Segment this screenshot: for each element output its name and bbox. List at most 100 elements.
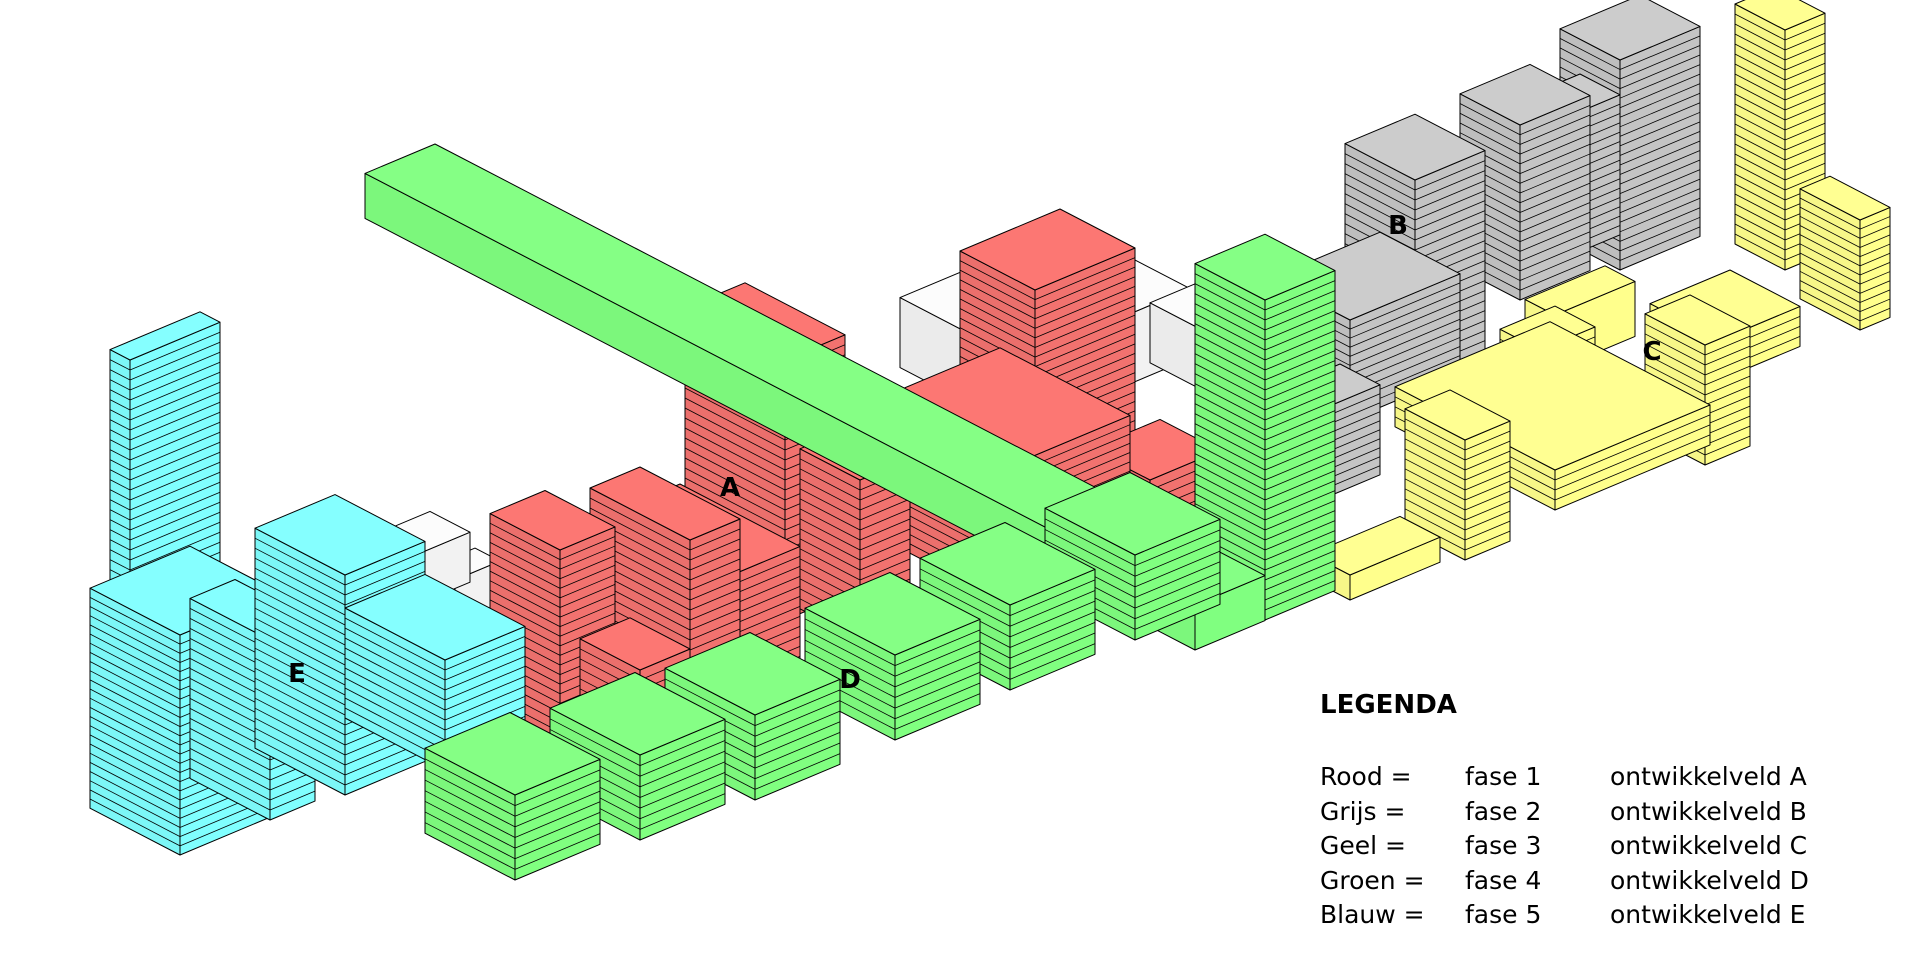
zone-label-d: D <box>839 665 861 695</box>
zone-a-tower-floor-line <box>559 564 616 589</box>
zone-b-block-floor-line <box>1619 83 1701 118</box>
legend-row: Geel = fase 3 ontwikkelveld C <box>1320 829 1809 864</box>
zone-c-tall-tower-floor-line <box>1734 43 1786 71</box>
zone-e-tower-floor-line <box>254 687 346 736</box>
zone-e-tall-tower-floor-line <box>109 399 131 411</box>
zone-e-block-floor-line <box>189 748 271 791</box>
zone-a-block-floor-line <box>859 548 911 571</box>
zone-d-tall-tower-floor-line <box>1194 363 1266 401</box>
zone-c-tall-tower-floor-line <box>1784 32 1826 51</box>
zone-e-tower-floor-line <box>254 547 346 596</box>
zone-e-tall-tower-floor-line <box>109 439 131 451</box>
zone-c-block-floor-line <box>1859 216 1891 230</box>
zone-c-block-floor-line <box>1859 234 1891 248</box>
zone-e-block-floor-line <box>344 617 446 671</box>
zone-b-block-floor-line <box>1619 64 1701 99</box>
zone-a-tower-floor-line <box>489 570 561 608</box>
zone-a-tower-floor-line <box>684 417 786 471</box>
zone-d-block-floor-line <box>514 822 601 860</box>
zone-d-block-floor-line <box>639 740 726 777</box>
zone-a-block-floor-line <box>689 618 741 641</box>
zone-b-block-floor-line <box>1519 250 1591 281</box>
zone-d-block-floor-line <box>804 639 896 688</box>
zone-e-block-floor-line <box>89 789 181 838</box>
zone-c-block-floor-line <box>1644 353 1706 386</box>
zone-a-tower-floor-line <box>559 545 616 570</box>
zone-c-tall-tower-floor-line <box>1784 152 1826 171</box>
zone-b-block-floor-line <box>1349 300 1461 348</box>
zone-a-tower-floor-line <box>559 603 616 628</box>
zone-e-block-floor-line <box>89 716 181 764</box>
zone-e-tall-tower-floor-line <box>129 331 221 371</box>
zone-a-block-floor-line <box>799 538 861 571</box>
legend-phase: fase 5 <box>1465 900 1542 929</box>
zone-d-block-floor-line <box>804 650 896 698</box>
zone-d-block-floor-line <box>1009 622 1096 659</box>
zone-c-tall-tower-floor-line <box>1734 53 1786 81</box>
zone-e-tall-tower-roof <box>109 311 221 361</box>
zone-c-tall-tower-floor-line <box>1734 143 1786 171</box>
zone-e-block-floor-line <box>344 677 446 731</box>
zone-c-tall-tower-floor-line <box>1734 73 1786 101</box>
zone-c-tall-tower-floor-line <box>1734 153 1786 181</box>
zone-b-block-floor-line <box>1344 163 1416 201</box>
zone-a-block-floor-line <box>689 578 741 601</box>
zone-a-tower-floor-line <box>959 269 1036 310</box>
zone-c-block-floor-line <box>1404 498 1466 531</box>
zone-e-tall-tower-floor-line <box>109 369 131 381</box>
zone-a-block-floor-line <box>799 528 861 561</box>
zone-c-block-floor-line <box>1704 335 1751 356</box>
zone-e-block-floor-line <box>89 771 181 819</box>
zone-a-tower-floor-line <box>489 522 561 560</box>
zone-c-block-floor-line <box>1799 261 1861 294</box>
zone-a-tower-floor-line <box>489 541 561 580</box>
zone-e-block-floor-line <box>189 718 271 761</box>
zone-e-tower-floor-line <box>254 567 346 616</box>
zone-b-block-floor-line <box>1344 153 1416 191</box>
zone-a-tower-floor-line <box>559 574 616 599</box>
zone-d-block-floor-line <box>894 661 981 698</box>
zone-e-tall-tower-floor-line <box>109 409 131 421</box>
zone-b-block-floor-line <box>1619 150 1701 185</box>
zone-d-tall-tower-floor-line <box>1194 433 1266 471</box>
zone-c-tall-tower-floor-line <box>1734 23 1786 51</box>
zone-a-tower-floor-line <box>684 387 786 441</box>
zone-c-block-floor-line <box>1704 405 1751 426</box>
zone-d-tall-tower-floor-line <box>1194 473 1266 511</box>
zone-d-block-floor-line <box>754 689 841 726</box>
zone-c-block-floor-line <box>1704 355 1751 376</box>
zone-d-tall-tower-floor-line <box>1264 460 1336 491</box>
zone-c-tall-tower-floor-line <box>1734 173 1786 201</box>
zone-b-block-floor-line <box>1619 178 1701 214</box>
zone-a-block-floor-line <box>589 497 691 551</box>
zone-c-tall-tower-floor-line <box>1734 163 1786 191</box>
zone-b-block-floor-line <box>1559 57 1621 89</box>
zone-b-block-floor-line <box>1414 230 1486 261</box>
zone-e-tall-tower-floor-line <box>109 449 131 461</box>
zone-c-tall-tower-floor-line <box>1784 142 1826 161</box>
zone-e-block-floor-line <box>344 697 446 751</box>
zone-d-tall-tower-floor-line <box>1264 450 1336 481</box>
zone-d-tall-tower-roof <box>1194 233 1336 301</box>
zone-d-block-floor-line <box>754 732 841 769</box>
zone-e-tall-tower-floor-line <box>109 549 131 561</box>
zone-d-block-floor-line <box>754 721 841 758</box>
zone-a-block-floor-line <box>689 568 741 591</box>
zone-e-tall-tower-floor-line <box>109 499 131 511</box>
zone-c-block-floor-line <box>1704 375 1751 396</box>
legend-row: Groen = fase 4 ontwikkelveld D <box>1320 864 1809 899</box>
zone-d-tall-tower-floor-line <box>1194 293 1266 331</box>
zone-d-tall-tower-floor-line <box>1264 580 1336 611</box>
zone-d-tall-tower-floor-line <box>1194 443 1266 481</box>
zone-b-block-floor-line <box>1619 131 1701 166</box>
zone-e-tower-floor-line <box>254 647 346 696</box>
zone-e-tall-tower-floor-line <box>109 519 131 531</box>
zone-d-base-bar-roof <box>364 143 1266 606</box>
zone-d-tall-tower-floor-line <box>1264 550 1336 581</box>
legend-color: Grijs = <box>1320 796 1406 826</box>
zone-c-bar-floor-line <box>1554 414 1711 481</box>
zone-e-block-floor-line <box>344 657 446 711</box>
zone-a-tower-floor-line <box>559 612 616 637</box>
zone-e-block-floor-line <box>344 627 446 681</box>
zone-d-tall-tower-floor-line <box>1264 290 1336 321</box>
